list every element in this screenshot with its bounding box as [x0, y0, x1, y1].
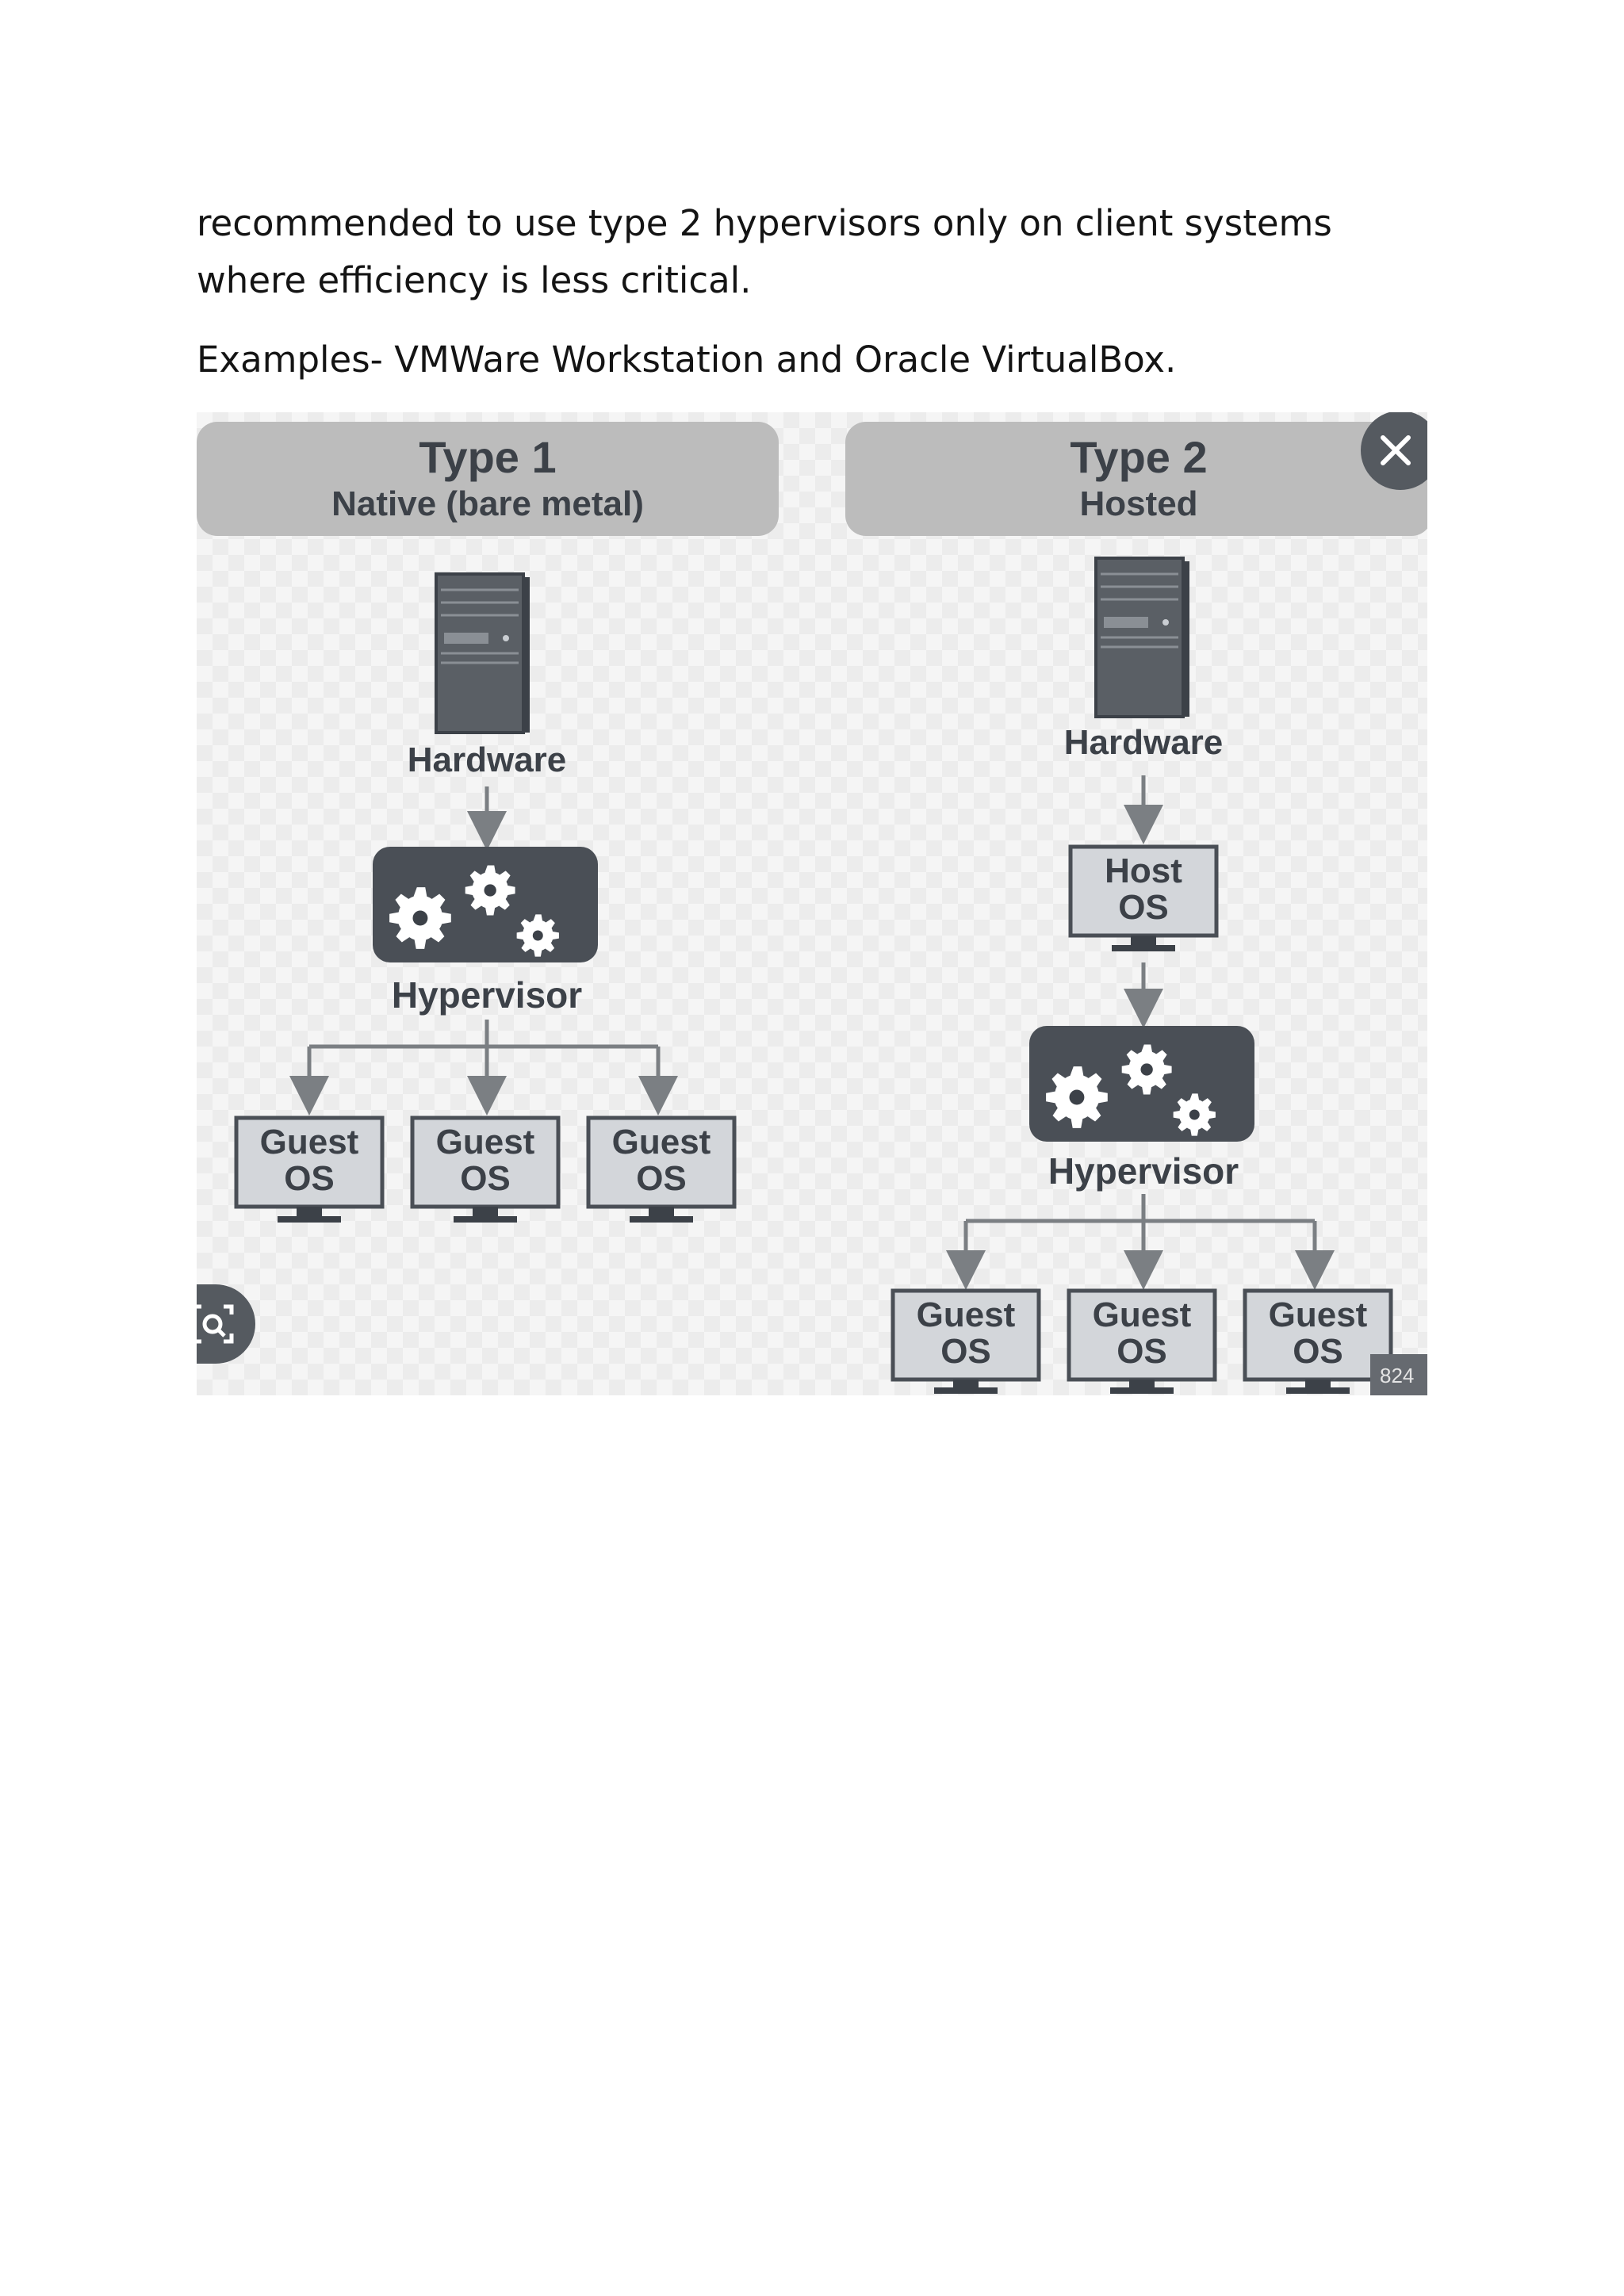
type2-title: Type 2	[1070, 432, 1208, 482]
type1-branch-connectors	[289, 1020, 678, 1115]
type2-host-monitor	[1068, 844, 1219, 951]
type2-hypervisor-gears-icon	[1029, 1026, 1254, 1142]
type1-subtitle: Native (bare metal)	[331, 484, 644, 523]
type1-hardware-label: Hardware	[407, 740, 567, 779]
type2-guest-monitor-2	[1067, 1288, 1217, 1394]
visual-search-icon	[197, 1304, 234, 1344]
type1-guest-monitor-3	[586, 1115, 737, 1223]
type1-title: Type 1	[419, 432, 557, 482]
paragraph-line-2: where efficiency is less critical.	[197, 259, 752, 301]
type1-server-icon	[435, 572, 530, 734]
type2-guest-monitor-1	[891, 1288, 1041, 1394]
type1-header: Type 1 Native (bare metal)	[197, 422, 779, 536]
type1-guest-monitor-1	[234, 1115, 385, 1223]
close-icon	[1381, 435, 1411, 465]
type1-guest-monitor-2	[410, 1115, 561, 1223]
type2-branch-connectors	[946, 1194, 1335, 1290]
examples-text: Examples- VMWare Workstation and Oracle …	[197, 339, 1177, 381]
type2-header: Type 2 Hosted	[845, 422, 1427, 536]
type2-hardware-label: Hardware	[1063, 723, 1224, 762]
paragraph-text: recommended to use type 2 hypervisors on…	[197, 195, 1332, 309]
type2-server-icon	[1094, 557, 1189, 718]
type2-subtitle: Hosted	[1079, 484, 1198, 523]
type1-hypervisor-gears-icon	[373, 847, 598, 962]
hypervisor-types-figure[interactable]: Type 1 Native (bare metal) Type 2 Hosted…	[197, 412, 1427, 1395]
close-button[interactable]	[1361, 412, 1427, 490]
paragraph-line-1: recommended to use type 2 hypervisors on…	[197, 202, 1332, 244]
type1-hypervisor-label: Hypervisor	[391, 974, 583, 1016]
diagram-graphics	[234, 557, 1393, 1394]
image-size-badge: 824 ×	[1370, 1354, 1427, 1395]
type2-guest-monitor-3	[1243, 1288, 1393, 1394]
type2-hypervisor-label: Hypervisor	[1048, 1150, 1239, 1192]
